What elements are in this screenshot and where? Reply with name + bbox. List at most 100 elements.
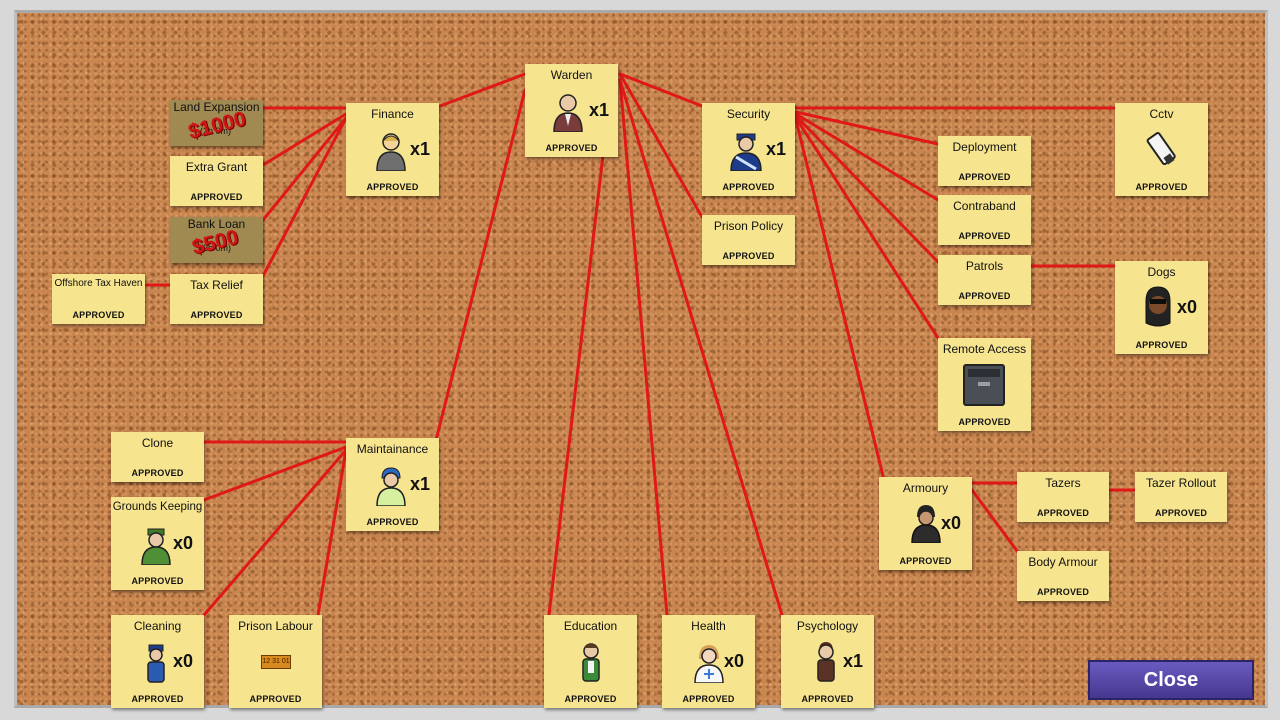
camera-icon [1146, 132, 1176, 166]
clone-note[interactable]: Clone APPROVED [111, 432, 204, 482]
status-label: APPROVED [722, 251, 775, 261]
extra-grant-note[interactable]: Extra Grant APPROVED [170, 156, 263, 206]
accountant-icon [376, 133, 406, 171]
status-label: APPROVED [131, 468, 184, 478]
status-label: APPROVED [131, 576, 184, 586]
doctor-icon [694, 645, 724, 683]
note-title: Cctv [1149, 107, 1174, 121]
status-label: APPROVED [958, 291, 1011, 301]
dogs-note[interactable]: Dogs x0 APPROVED [1115, 261, 1208, 354]
bank-loan-note[interactable]: Bank Loan (2h 0m) $500 [170, 217, 263, 263]
note-title: Patrols [965, 259, 1004, 273]
grounds-keeping-note[interactable]: Grounds Keeping x0 APPROVED [111, 497, 204, 590]
status-label: APPROVED [899, 556, 952, 566]
dog-handler-icon [1145, 286, 1171, 327]
note-title: Education [563, 619, 618, 633]
note-title: Clone [141, 436, 174, 450]
note-title: Prison Labour [238, 619, 313, 633]
note-title: Deployment [952, 140, 1017, 154]
body-armour-note[interactable]: Body Armour APPROVED [1017, 551, 1109, 601]
status-label: APPROVED [72, 310, 125, 320]
janitor-icon [147, 644, 165, 683]
foreman-icon [376, 467, 406, 506]
status-label: APPROVED [1135, 340, 1188, 350]
psychology-note[interactable]: Psychology x1 APPROVED [781, 615, 874, 708]
cleaning-note[interactable]: Cleaning x0 APPROVED [111, 615, 204, 708]
staff-count: x1 [589, 100, 610, 120]
armed-guard-icon [911, 505, 941, 543]
note-title: Offshore Tax Haven [54, 278, 143, 289]
education-note[interactable]: Education APPROVED [544, 615, 637, 708]
note-title: Maintainance [356, 442, 429, 456]
note-title: Tazers [1045, 476, 1081, 490]
teacher-icon [582, 643, 600, 682]
maintainance-note[interactable]: Maintainance x1 APPROVED [346, 438, 439, 531]
note-title: Land Expansion [173, 100, 260, 114]
status-label: APPROVED [958, 231, 1011, 241]
warden-icon [553, 94, 583, 132]
remote-access-note[interactable]: Remote Access APPROVED [938, 338, 1031, 431]
tax-relief-note[interactable]: Tax Relief APPROVED [170, 274, 263, 324]
staff-count: x0 [173, 651, 194, 671]
finance-note[interactable]: Finance x1 APPROVED [346, 103, 439, 196]
status-label: APPROVED [1036, 508, 1090, 518]
staff-count: x1 [410, 139, 431, 159]
offshore-tax-haven-note[interactable]: Offshore Tax Haven APPROVED [52, 274, 145, 324]
staff-count: x0 [724, 651, 745, 671]
tazers-note[interactable]: Tazers APPROVED [1017, 472, 1109, 522]
note-title: Tax Relief [190, 278, 243, 292]
status-label: APPROVED [722, 182, 775, 192]
staff-count: x1 [410, 474, 431, 494]
note-title: Bank Loan [187, 217, 246, 231]
staff-count: x0 [941, 513, 962, 533]
status-label: APPROVED [190, 310, 243, 320]
chief-icon [730, 133, 762, 171]
note-title: Dogs [1147, 265, 1176, 279]
land-expansion-note[interactable]: Land Expansion (2h 0m) $1000 [170, 100, 263, 146]
status-label: APPROVED [958, 417, 1011, 427]
note-title: Extra Grant [185, 160, 248, 174]
patrols-note[interactable]: Patrols APPROVED [938, 255, 1031, 305]
door-servo-icon [963, 364, 1005, 406]
security-note[interactable]: Security x1 APPROVED [702, 103, 795, 196]
deployment-note[interactable]: Deployment APPROVED [938, 136, 1031, 186]
labour-sign-icon: 12 31 01 [261, 655, 291, 669]
note-title: Contraband [953, 199, 1016, 213]
armoury-note[interactable]: Armoury x0 APPROVED [879, 477, 972, 570]
cctv-note[interactable]: Cctv APPROVED [1115, 103, 1208, 196]
status-label: APPROVED [564, 694, 617, 704]
staff-count: x1 [843, 651, 864, 671]
note-title: Prison Policy [713, 219, 784, 233]
timer: (2h 0m) [200, 243, 232, 253]
note-title: Armoury [902, 481, 949, 495]
note-title: Body Armour [1028, 555, 1098, 569]
status-label: APPROVED [366, 182, 419, 192]
status-label: APPROVED [190, 192, 243, 202]
staff-count: x0 [1177, 297, 1198, 317]
note-title: Tazer Rollout [1145, 476, 1217, 490]
health-note[interactable]: Health x0 APPROVED [662, 615, 755, 708]
note-title: Health [691, 619, 726, 633]
status-label: APPROVED [682, 694, 735, 704]
timer: (2h 0m) [200, 126, 232, 136]
tazer-rollout-note[interactable]: Tazer Rollout APPROVED [1135, 472, 1227, 522]
note-title: Remote Access [942, 342, 1027, 356]
note-title: Finance [371, 107, 414, 121]
note-title: Warden [550, 68, 593, 82]
status-label: APPROVED [958, 172, 1011, 182]
prison-labour-note[interactable]: Prison Labour 12 31 01 APPROVED [229, 615, 322, 708]
note-title: Grounds Keeping [112, 501, 203, 513]
sign-text: 12 31 01 [262, 658, 290, 665]
contraband-note[interactable]: Contraband APPROVED [938, 195, 1031, 245]
staff-count: x0 [173, 533, 194, 553]
status-label: APPROVED [131, 694, 184, 704]
note-title: Psychology [796, 619, 859, 633]
status-label: APPROVED [1154, 508, 1208, 518]
gardener-icon [141, 528, 171, 565]
close-button[interactable]: Close [1088, 660, 1254, 700]
prison-policy-note[interactable]: Prison Policy APPROVED [702, 215, 795, 265]
status-label: APPROVED [366, 517, 419, 527]
status-label: APPROVED [249, 694, 302, 704]
status-label: APPROVED [1036, 587, 1090, 597]
warden-note[interactable]: Warden x1 APPROVED [525, 64, 618, 157]
